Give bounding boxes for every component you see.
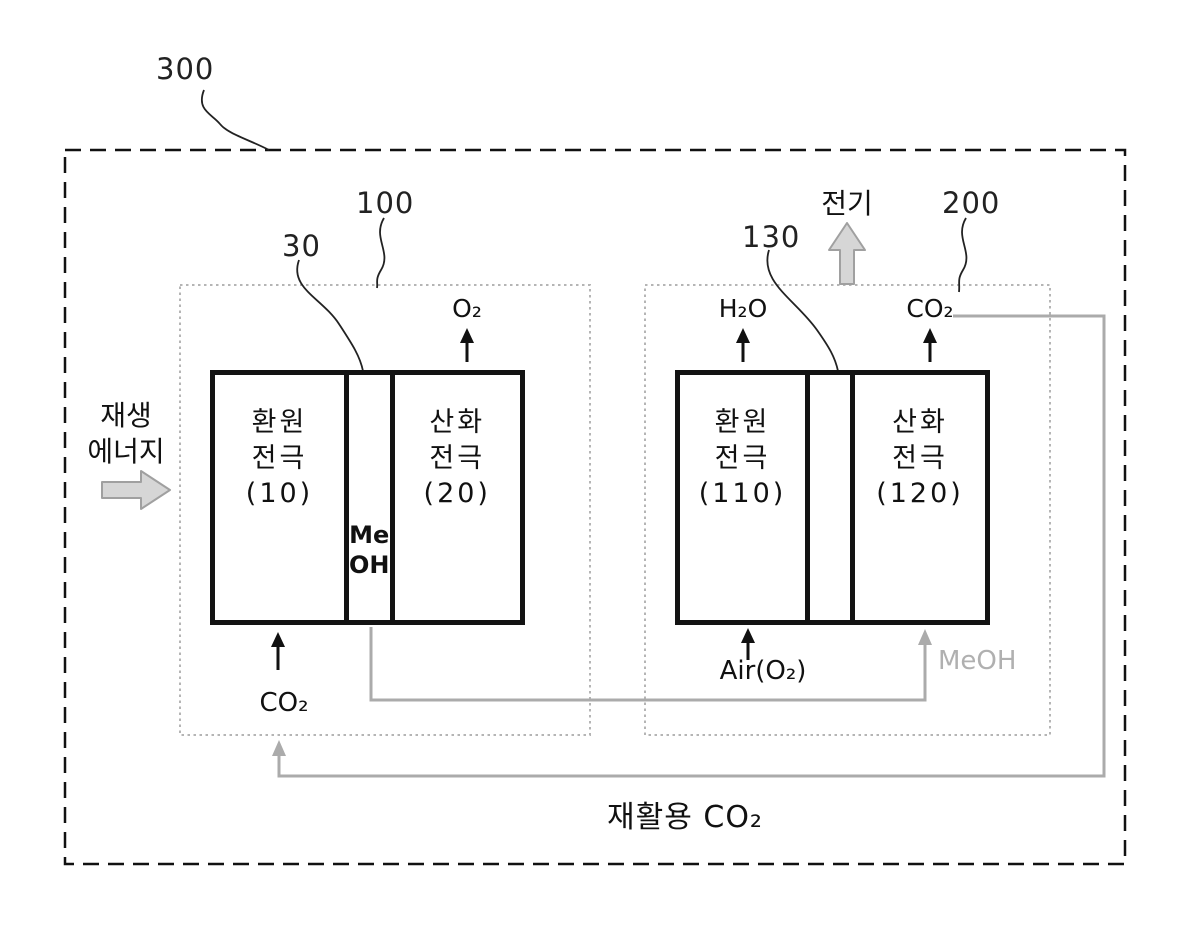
right-reduction-line2: 전극: [714, 442, 771, 474]
right-oxidation-line1: 산화: [892, 407, 948, 438]
air-in-label: Air(O₂): [719, 656, 807, 686]
leader-line-200: [958, 217, 968, 293]
left-reduction-ref: (10): [245, 478, 314, 510]
right-reduction-ref: (110): [698, 478, 787, 510]
co2-out-arrowhead: [923, 328, 937, 343]
meoh-pipe-arrowhead: [918, 629, 932, 645]
right-reduction-electrode: 환원 전극 (110): [680, 375, 805, 620]
left-membrane: Me OH: [344, 375, 395, 620]
left-membrane-text-line1: Me: [349, 521, 390, 549]
right-reduction-line1: 환원: [714, 407, 771, 438]
co2-recycle-arrowhead: [272, 740, 286, 756]
leader-line-130: [766, 249, 839, 372]
o2-out-label: O₂: [452, 294, 482, 323]
renewable-energy-line1: 재생: [100, 399, 152, 432]
right-oxidation-electrode: 산화 전극 (120): [855, 375, 985, 620]
air-in-arrowhead: [741, 628, 755, 643]
renewable-energy-line2: 에너지: [87, 435, 165, 469]
co2-in-arrowhead: [271, 632, 285, 647]
left-oxidation-line2: 전극: [429, 442, 486, 474]
left-cell-assembly: 환원 전극 (10) Me OH 산화 전극 (20): [210, 370, 525, 625]
meoh-pipe: [369, 627, 927, 702]
co2-out-label: CO₂: [906, 294, 954, 323]
ref-30: 30: [282, 229, 321, 263]
co2-recycle-pipe: [277, 314, 1106, 778]
left-membrane-text-line2: OH: [349, 551, 390, 579]
electricity-label: 전기: [821, 187, 873, 220]
left-oxidation-ref: (20): [423, 478, 491, 510]
electricity-arrow: [828, 222, 866, 285]
leader-line-30: [296, 259, 364, 372]
left-reduction-electrode: 환원 전극 (10): [215, 375, 344, 620]
renewable-energy-arrow: [101, 470, 171, 510]
right-cell-assembly: 환원 전극 (110) 산화 전극 (120): [675, 370, 990, 625]
ref-100: 100: [356, 186, 415, 220]
right-device-box: [644, 284, 1051, 736]
recycled-co2-label: 재활용 CO₂: [607, 800, 763, 835]
o2-out-arrowhead: [460, 328, 474, 343]
left-oxidation-electrode: 산화 전극 (20): [395, 375, 521, 620]
system-boundary-box: [63, 148, 1127, 866]
left-reduction-line1: 환원: [251, 407, 308, 438]
leader-line-300: [201, 89, 270, 151]
leader-line-100: [376, 217, 386, 289]
ref-200: 200: [942, 186, 1001, 220]
left-reduction-line2: 전극: [251, 442, 308, 474]
renewable-energy-label: 재생 에너지: [76, 398, 176, 471]
ref-130: 130: [742, 220, 801, 254]
left-device-box: [179, 284, 591, 736]
co2-in-label: CO₂: [259, 688, 309, 718]
ref-300: 300: [156, 52, 215, 86]
meoh-transfer-label: MeOH: [938, 646, 1017, 676]
right-oxidation-line2: 전극: [892, 442, 948, 474]
right-oxidation-ref: (120): [876, 478, 964, 510]
h2o-out-label: H₂O: [718, 294, 768, 323]
left-oxidation-line1: 산화: [429, 407, 486, 438]
right-membrane: [805, 375, 855, 620]
h2o-out-arrowhead: [736, 328, 750, 343]
